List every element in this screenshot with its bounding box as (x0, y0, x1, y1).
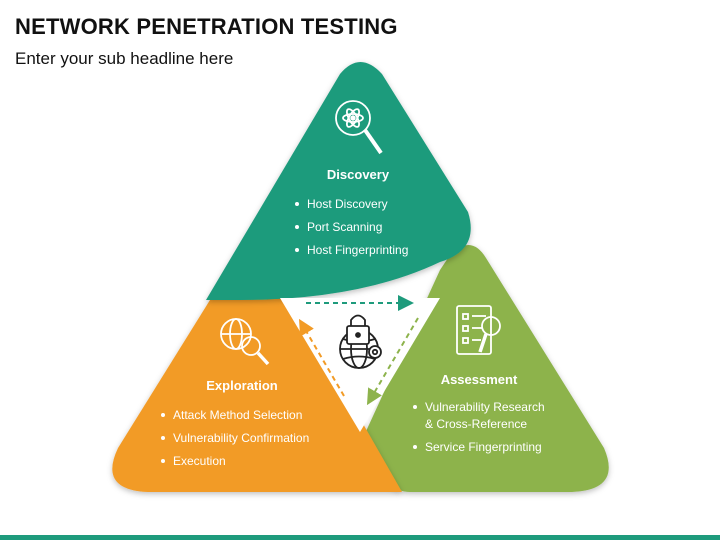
page-title: NETWORK PENETRATION TESTING (15, 14, 398, 39)
assessment-segment (362, 245, 609, 492)
bottom-accent-bar (0, 535, 720, 540)
exploration-segment (112, 291, 403, 492)
discovery-bullet: Host Discovery (307, 197, 388, 211)
page-subtitle: Enter your sub headline here (15, 49, 234, 68)
discovery-segment (206, 62, 471, 300)
discovery-title: Discovery (327, 167, 390, 182)
assessment-title: Assessment (441, 372, 518, 387)
assessment-bullet: Service Fingerprinting (425, 440, 542, 454)
globe-magnifier-icon (220, 318, 270, 366)
exploration-bullet: Execution (173, 454, 226, 468)
bullet-dot (295, 225, 299, 229)
arrow-assessment-to-exploration (366, 317, 419, 406)
bullet-dot (413, 445, 417, 449)
arrow-exploration-to-discovery (298, 318, 345, 397)
bullet-dot (161, 413, 165, 417)
discovery-bullet: Host Fingerprinting (307, 243, 408, 257)
bullet-dot (161, 436, 165, 440)
assessment-bullet: Vulnerability Research (425, 400, 545, 414)
bullet-dot (413, 405, 417, 409)
atom-magnifier-icon (335, 100, 383, 155)
exploration-title: Exploration (206, 378, 278, 393)
assessment-bullet-continued: & Cross-Reference (425, 417, 527, 431)
bullet-dot (161, 459, 165, 463)
checklist-magnifier-icon (456, 305, 501, 355)
center-triangle (280, 298, 440, 432)
discovery-bullet: Port Scanning (307, 220, 382, 234)
bullet-dot (295, 202, 299, 206)
exploration-bullet: Attack Method Selection (173, 408, 302, 422)
exploration-bullet: Vulnerability Confirmation (173, 431, 309, 445)
bullet-dot (295, 248, 299, 252)
globe-lock-gear-icon (339, 314, 382, 369)
